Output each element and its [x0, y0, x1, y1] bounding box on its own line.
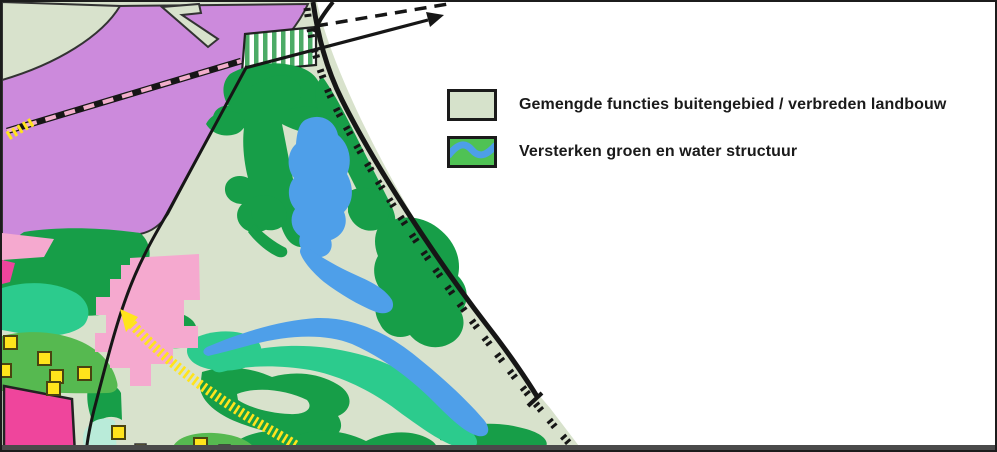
direction-arrow — [244, 12, 444, 70]
building-square — [2, 363, 12, 378]
forest-patch-road-bottom — [87, 383, 122, 425]
legend-swatch-mixed-functions — [447, 89, 497, 121]
railway — [5, 57, 242, 140]
legend-swatch-green-water — [447, 136, 497, 168]
striped-development-area — [240, 25, 318, 74]
roads — [84, 2, 579, 450]
pink-area-stepped — [95, 254, 200, 386]
road-end-tick — [526, 391, 544, 408]
road-fork-branch — [312, 2, 335, 33]
legend-label-mixed-functions: Gemengde functies buitengebied / verbred… — [519, 96, 947, 113]
pink-sliver-left — [2, 233, 54, 260]
forest-ring-bottom — [200, 367, 350, 440]
forest-tail-bottom — [248, 224, 288, 258]
building-square — [46, 381, 61, 396]
dashed-boundary-line — [315, 2, 455, 28]
legend-item-mixed-functions: Gemengde functies buitengebied / verbred… — [447, 89, 946, 121]
stream-connector — [300, 246, 394, 314]
field-top-left-corner — [2, 2, 122, 82]
lake-central — [288, 116, 352, 258]
building-square — [77, 366, 92, 381]
river-swoosh — [203, 317, 489, 437]
legend-label-green-water: Versterken groen en water structuur — [519, 143, 798, 160]
yellow-route — [120, 309, 300, 450]
forest-band-along-road — [315, 76, 396, 227]
building-square — [111, 425, 126, 440]
legend-wave-icon — [450, 141, 494, 159]
water-bodies — [203, 116, 489, 437]
magenta-sliver-left — [2, 260, 15, 284]
forest-mass-east — [374, 217, 467, 348]
green-band-main — [211, 345, 478, 450]
railway-pink-dashes — [6, 59, 242, 133]
direction-arrow-line — [244, 18, 429, 70]
yellow-route-arrowhead — [120, 309, 138, 332]
forest-link-mid — [348, 187, 390, 231]
legend-item-green-water: Versterken groen en water structuur — [447, 136, 797, 168]
building-square — [37, 351, 52, 366]
road-left — [84, 65, 249, 450]
railway-yellow-marker — [5, 118, 35, 140]
forest-hook-bottom — [251, 195, 287, 231]
yellow-squares — [2, 335, 208, 450]
direction-arrow-head — [426, 12, 444, 27]
forest-arm-left — [206, 111, 245, 136]
building-square — [3, 335, 18, 350]
field-strip-top-center — [159, 2, 220, 49]
green-band-west — [2, 283, 89, 336]
road-main-diagonal — [310, 2, 541, 400]
bottom-frame-bar — [2, 445, 995, 450]
